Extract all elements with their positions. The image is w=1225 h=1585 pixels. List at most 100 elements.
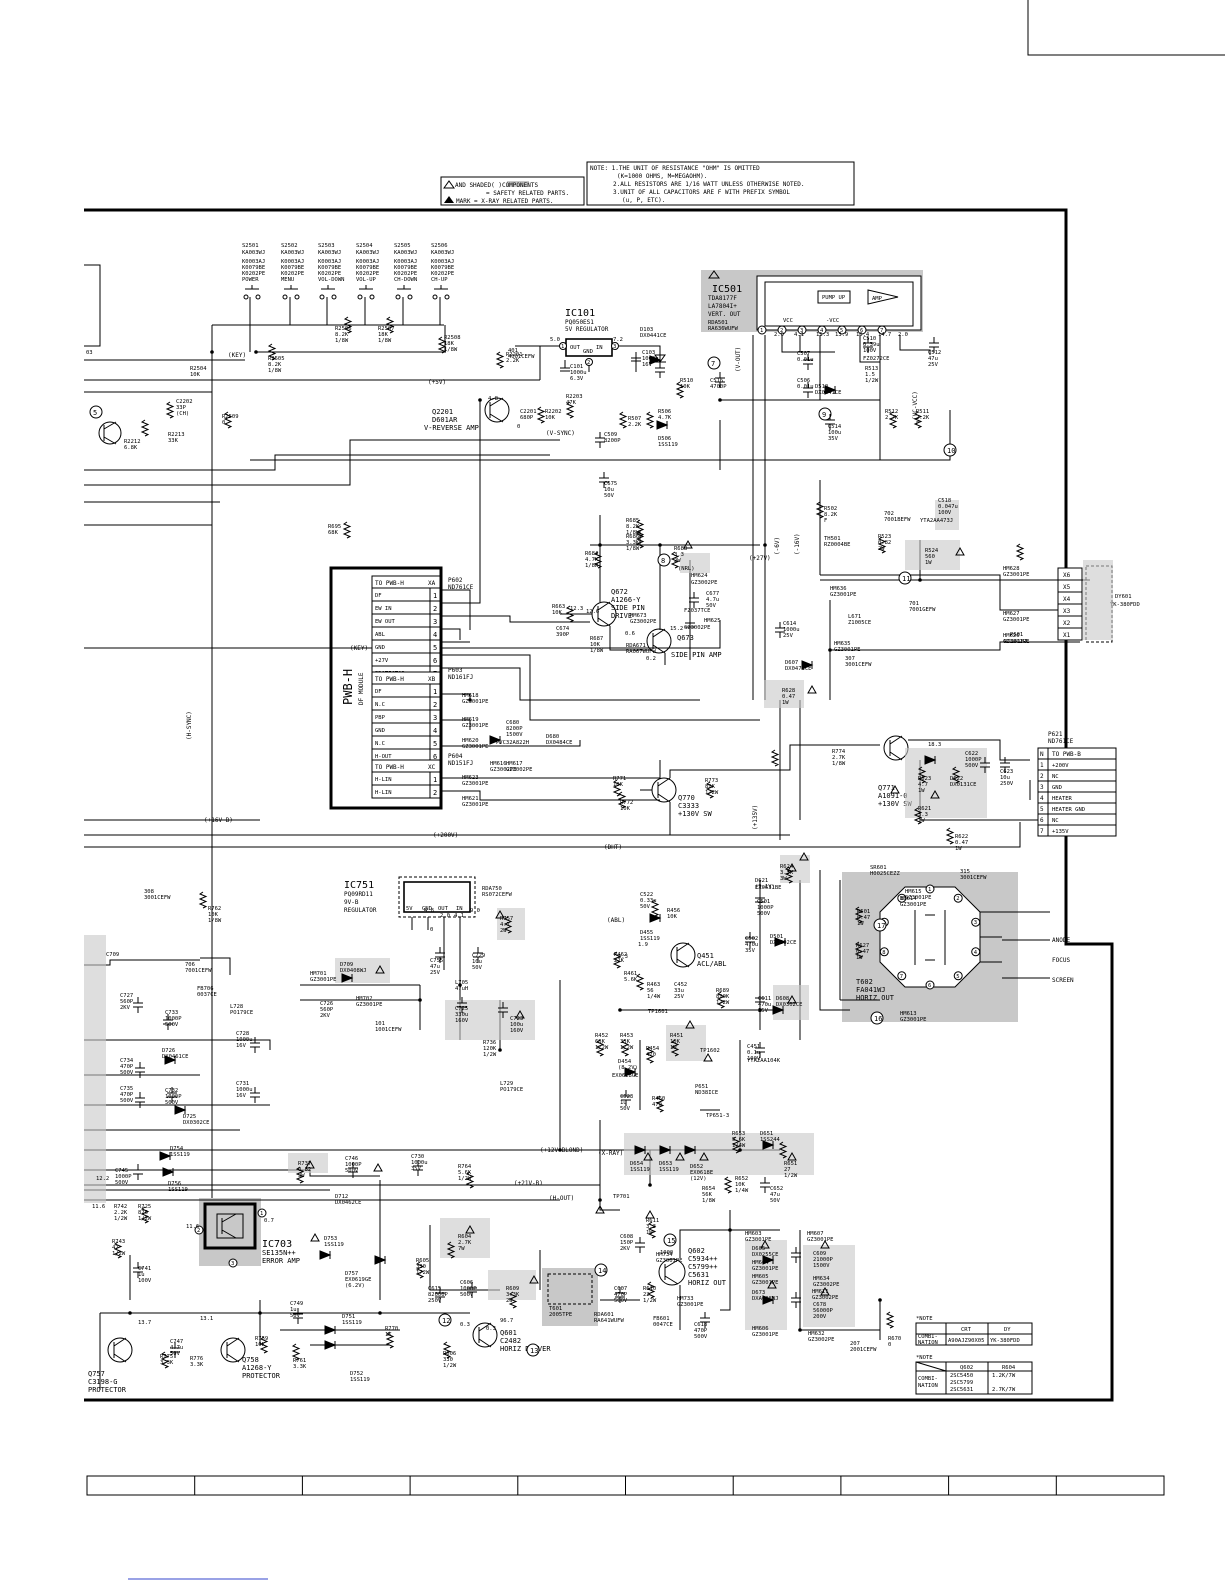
part-ref: HM625 [704,618,721,624]
part-value: 390P [556,632,570,638]
part-rating: 1/8W [702,1198,716,1204]
part-rating: F [916,421,919,427]
part-ref: HM626 [1003,633,1020,639]
switch-part: KA003WJ [394,250,417,256]
part-rating: 250V [428,1298,442,1304]
ic101-func: 5V REGULATOR [565,326,609,333]
junction-dot [258,1311,262,1315]
part-rating: 1/2W [865,378,879,384]
part-rating: 1/2W [483,1052,497,1058]
part-value: 3.3K [780,870,794,876]
part-ref: R461 [624,971,637,977]
part-ref: HM632 [808,1331,825,1337]
svg-text:OUT: OUT [438,906,449,912]
part-ref: EX0631BE [755,885,782,891]
part-rating: 1/8W [268,368,282,374]
part-value: 8.2K [268,362,282,368]
part-value: 5.6K [732,1137,746,1143]
switch-alt-part: K0079BE [356,265,379,271]
part-value: 0.82 [298,1167,311,1173]
title-block-corner [1027,0,1225,56]
part-value: 2005TPE [549,1312,572,1318]
voltage-label: 2.0 [774,332,784,338]
svg-text:COMBI-: COMBI- [918,1376,938,1382]
p621-pin-name: NC [1052,774,1059,780]
part-ref: R451 [670,1033,683,1039]
resistor-symbol [267,343,277,361]
part-ref: HM733 [677,1296,694,1302]
part-ref: HM636 [830,586,847,592]
dy-pin-name: X6 [1063,572,1071,579]
svg-text:9V-B: 9V-B [344,899,359,906]
minus16v-net-label: (-16V) [794,533,801,555]
capacitor-symbol [1000,757,1010,773]
voltage-label: 0.3 [460,1322,470,1328]
part-ref: C735 [120,1086,133,1092]
switch-alt-part: K0202PE [431,271,454,277]
bottom-grid-strip [86,1475,1165,1496]
part-value: 10u [604,487,614,493]
connector-pin-number: 6 [433,657,437,665]
part-rating: 1W [925,560,932,566]
part-ref: R2508 [444,335,461,341]
switch-vol-down: S2503KA003WJK0003AJK0079BEK0202PEVOL-DOW… [318,243,345,300]
test-node-number: 14 [598,1267,606,1275]
switch-part: KA003WJ [431,250,454,256]
voltage-label: 1.9 [638,942,648,948]
part-ref: C731 [236,1081,249,1087]
part-value: GZ3001PE [462,802,489,808]
svg-text:C5631: C5631 [688,1271,709,1279]
part-ref: HM614 [900,896,917,902]
part-value: 470P [694,1328,708,1334]
part-value: GZ3001PE [1003,572,1030,578]
part-ref: D754 [170,1146,184,1152]
part-gz1: GZ3002PE [691,580,718,586]
part-value: 1SS119 [170,1152,190,1158]
svg-text:P604: P604 [448,753,463,760]
part-value: 47u [430,964,440,970]
part-value: 8200P [604,438,621,444]
junction-dot [738,1148,742,1152]
part-rating: 500V [120,1098,134,1104]
part-ref: C522 [640,892,653,898]
part-ref: R651 [784,1161,797,1167]
diode-symbol [649,355,662,365]
part-ref: R688 [674,546,687,552]
part-ref: HM628 [1003,566,1020,572]
passive-symbols [113,316,1025,1369]
front-switch-row: S2501KA003WJK0003AJK0079BEK0202PEPOWERS2… [242,243,454,300]
part-value: 47uH [455,986,468,992]
part-value: RA067WUFW [626,649,656,655]
part-ref: HM603 [745,1231,762,1237]
part-ref: HM621 [462,796,479,802]
resistor-symbol [723,1176,733,1194]
diode-symbol [649,913,662,923]
test-node-15: 15 [663,1233,677,1247]
svg-text:RDA501: RDA501 [708,320,728,326]
part-value: 4.7 [500,922,510,928]
diode-symbol [319,1250,332,1260]
part-ref: C512 [928,350,941,356]
safety-note-box: AND SHADED( )COMPONENTS = SAFETY RELATED… [440,176,585,206]
switch-alt-part: K0003AJ [394,259,417,265]
part-ref: C506 [797,378,810,384]
svg-text:OUT: OUT [570,345,581,351]
part-value: 1u [620,1100,627,1106]
capacitor-symbol [615,1287,625,1303]
part-value: 10K [545,415,556,421]
